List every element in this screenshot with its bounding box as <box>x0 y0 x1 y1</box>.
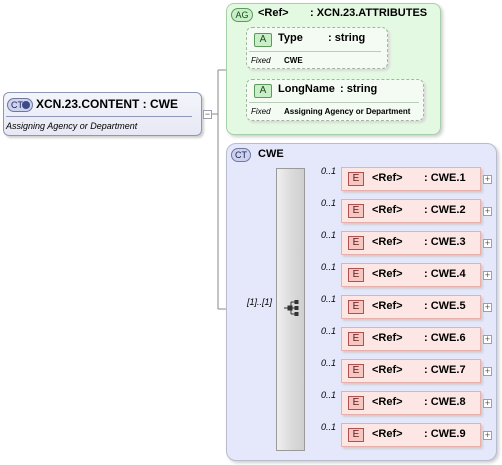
expand-element-icon[interactable]: + <box>483 366 492 376</box>
attribute-group-icon: AG <box>231 8 253 22</box>
element-box[interactable] <box>341 391 481 415</box>
attribute-name: Type <box>278 32 303 44</box>
complex-type-icon: CT <box>7 98 33 112</box>
element-occurrence: 0..1 <box>321 166 337 176</box>
element-icon: E <box>348 172 364 186</box>
attribute-type: : string <box>340 83 378 95</box>
element-icon: E <box>348 236 364 250</box>
collapse-root-icon[interactable]: − <box>203 109 212 119</box>
element-name: : CWE.4 <box>424 268 466 280</box>
element-icon: E <box>348 300 364 314</box>
attribute-fixed-label: Fixed <box>251 107 271 116</box>
element-occurrence: 0..1 <box>321 390 337 400</box>
attribute-group-ref: <Ref> <box>258 7 289 19</box>
element-occurrence: 0..1 <box>321 230 337 240</box>
element-occurrence: 0..1 <box>321 326 337 336</box>
element-name: : CWE.8 <box>424 396 466 408</box>
element-name: : CWE.5 <box>424 300 466 312</box>
element-icon: E <box>348 268 364 282</box>
attribute-icon: A <box>254 33 272 47</box>
element-occurrence: 0..1 <box>321 198 337 208</box>
expand-element-icon[interactable]: + <box>483 302 492 312</box>
element-occurrence: 0..1 <box>321 422 337 432</box>
attribute-icon: A <box>254 84 272 98</box>
element-box[interactable] <box>341 327 481 351</box>
element-ref: <Ref> <box>372 332 403 344</box>
element-name: : CWE.9 <box>424 428 466 440</box>
element-ref: <Ref> <box>372 428 403 440</box>
expand-element-icon[interactable]: + <box>483 398 492 408</box>
expand-element-icon[interactable]: + <box>483 334 492 344</box>
element-box[interactable] <box>341 231 481 255</box>
element-ref: <Ref> <box>372 172 403 184</box>
element-ref: <Ref> <box>372 204 403 216</box>
element-box[interactable] <box>341 263 481 287</box>
expand-element-icon[interactable]: + <box>483 238 492 248</box>
attribute-group-name: : XCN.23.ATTRIBUTES <box>310 7 428 19</box>
element-ref: <Ref> <box>372 396 403 408</box>
root-complex-type-box[interactable] <box>3 92 202 136</box>
attribute-separator <box>249 102 419 103</box>
attribute-name: LongName <box>278 83 335 95</box>
element-box[interactable] <box>341 423 481 447</box>
element-box[interactable] <box>341 199 481 223</box>
attribute-fixed-value: Assigning Agency or Department <box>284 107 411 116</box>
element-name: : CWE.7 <box>424 364 466 376</box>
element-box[interactable] <box>341 295 481 319</box>
element-occurrence: 0..1 <box>321 358 337 368</box>
complex-type-icon: CT <box>231 148 251 162</box>
element-name: : CWE.2 <box>424 204 466 216</box>
complex-type-badge-label: CT <box>11 100 23 110</box>
attribute-separator <box>249 51 381 52</box>
attribute-fixed-value: CWE <box>284 56 303 65</box>
expand-element-icon[interactable]: + <box>483 270 492 280</box>
expand-element-icon[interactable]: + <box>483 430 492 440</box>
element-icon: E <box>348 204 364 218</box>
element-icon: E <box>348 364 364 378</box>
sequence-icon <box>284 300 299 316</box>
attribute-fixed-label: Fixed <box>251 56 271 65</box>
element-occurrence: 0..1 <box>321 262 337 272</box>
element-box[interactable] <box>341 167 481 191</box>
element-ref: <Ref> <box>372 236 403 248</box>
element-name: : CWE.1 <box>424 172 466 184</box>
element-ref: <Ref> <box>372 364 403 376</box>
element-occurrence: 0..1 <box>321 294 337 304</box>
attribute-type: : string <box>328 32 366 44</box>
root-title: XCN.23.CONTENT : CWE <box>36 97 179 111</box>
attribute-longname-box[interactable] <box>246 79 424 121</box>
element-ref: <Ref> <box>372 268 403 280</box>
element-ref: <Ref> <box>372 300 403 312</box>
element-icon: E <box>348 332 364 346</box>
element-name: : CWE.6 <box>424 332 466 344</box>
complex-type-name: CWE <box>258 148 284 160</box>
root-description: Assigning Agency or Department <box>6 121 138 131</box>
element-name: : CWE.3 <box>424 236 466 248</box>
element-icon: E <box>348 428 364 442</box>
sequence-occurrence: [1]..[1] <box>247 297 273 307</box>
expand-element-icon[interactable]: + <box>483 174 492 184</box>
expand-element-icon[interactable]: + <box>483 206 492 216</box>
element-box[interactable] <box>341 359 481 383</box>
root-separator <box>6 116 192 117</box>
element-icon: E <box>348 396 364 410</box>
